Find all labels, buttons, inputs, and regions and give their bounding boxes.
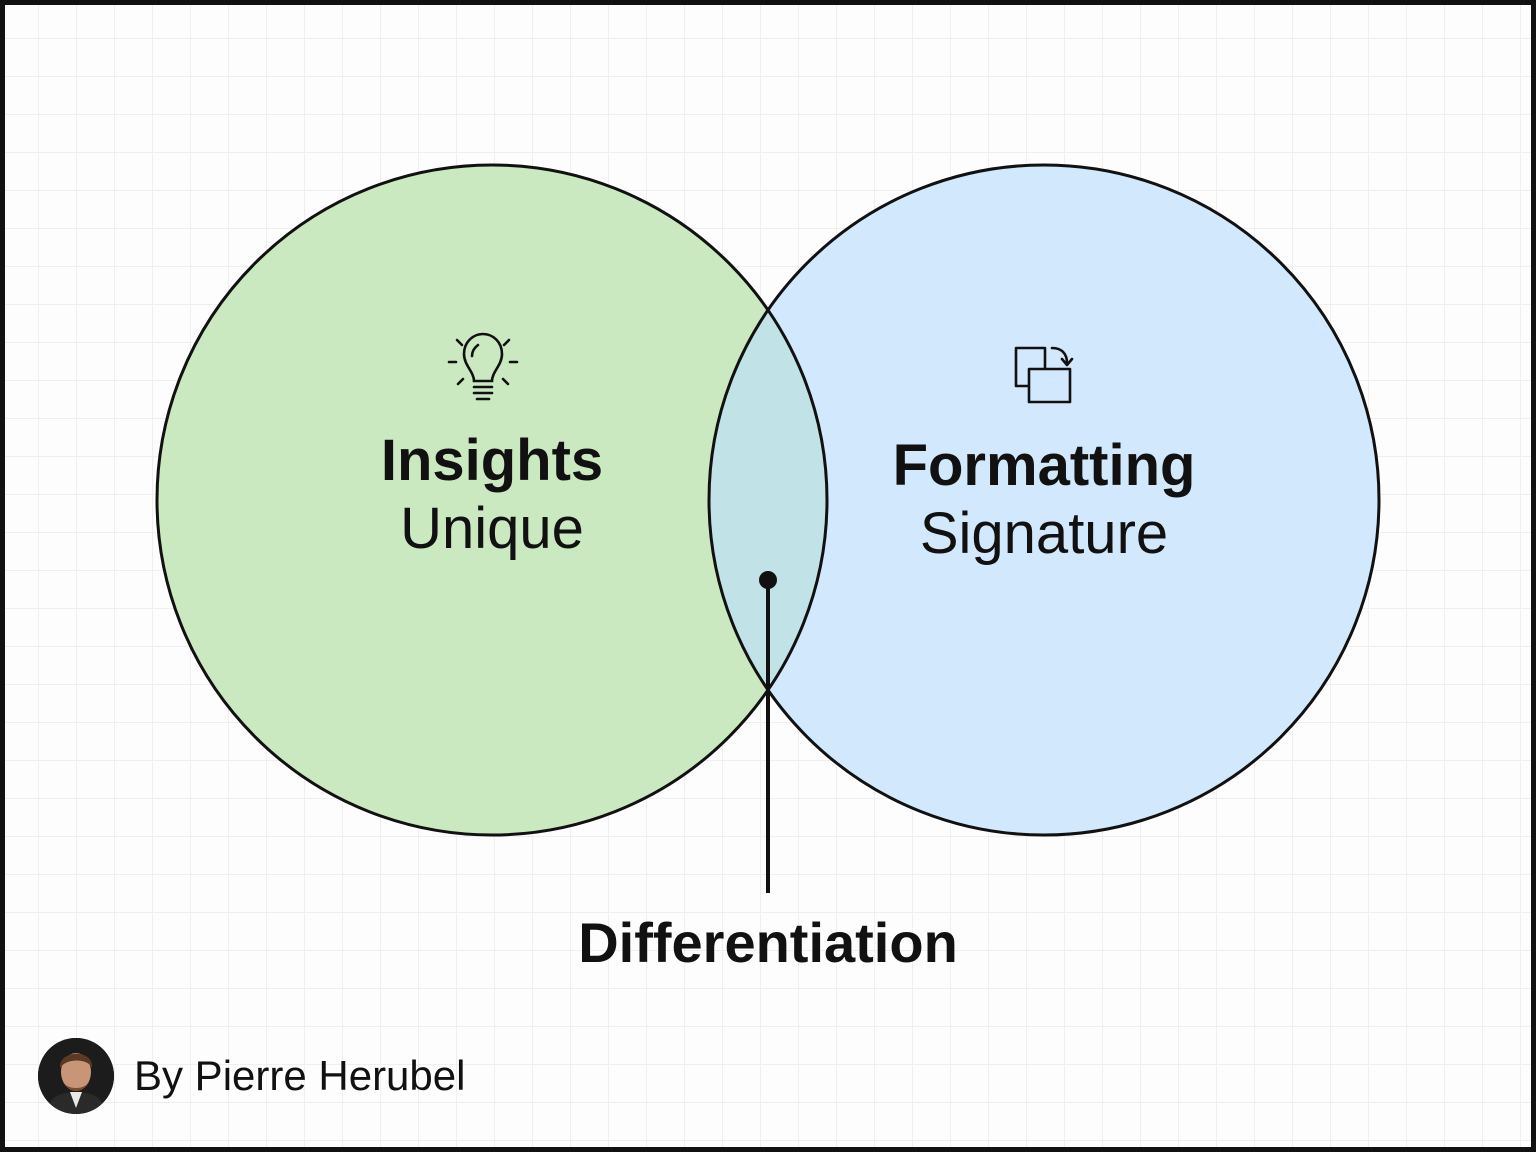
left-set-subtitle: Unique (400, 496, 584, 562)
author-name: By Pierre Herubel (134, 1052, 465, 1100)
avatar (38, 1038, 114, 1114)
right-set-title: Formatting (893, 433, 1196, 499)
author-credit: By Pierre Herubel (38, 1038, 465, 1114)
author-portrait (38, 1038, 114, 1114)
right-set-subtitle: Signature (920, 501, 1168, 567)
venn-diagram (5, 5, 1531, 1147)
intersection-label: Differentiation (578, 911, 958, 975)
left-set-title: Insights (381, 428, 603, 494)
connector-dot (759, 571, 777, 589)
